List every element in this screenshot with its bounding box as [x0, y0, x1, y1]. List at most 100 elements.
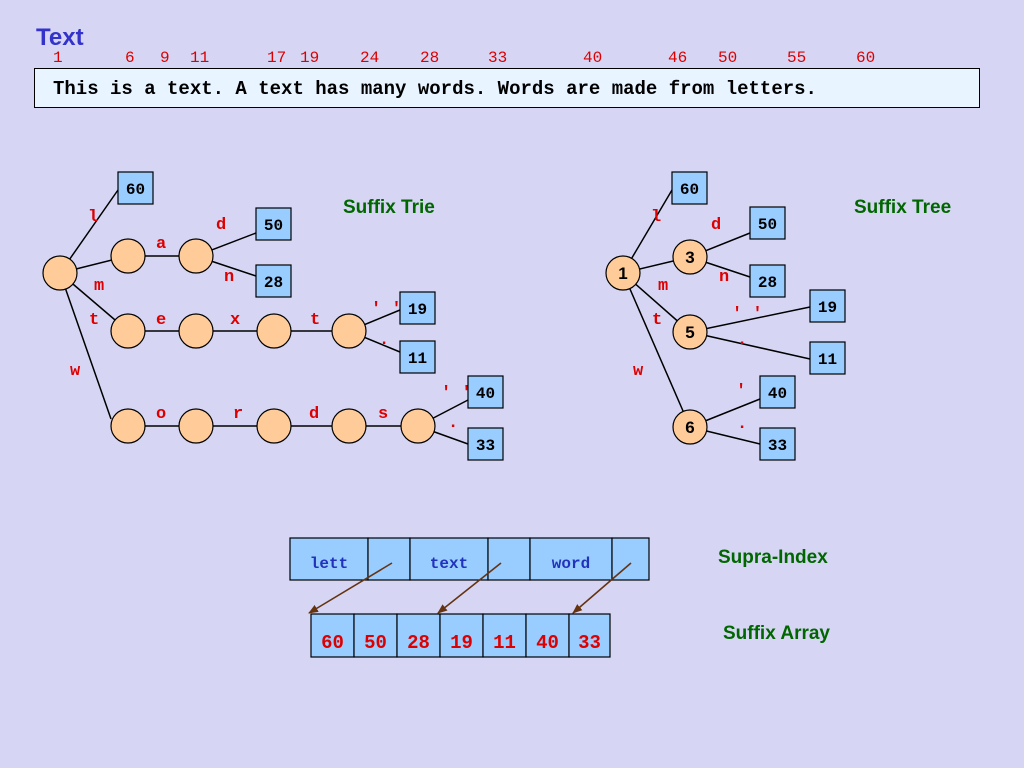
trie-leaf-label: 11 [408, 350, 427, 368]
supra-index-key: lett [310, 555, 348, 573]
trie-edge-label: s [378, 405, 388, 424]
tree-node-label: 6 [685, 418, 694, 437]
supra-index-cell [529, 537, 613, 581]
trie-edge-label: t [310, 311, 320, 330]
tree-leaf-label: 19 [818, 299, 837, 317]
tree-node: 3 [672, 239, 708, 275]
position-marker: 11 [190, 49, 210, 67]
trie-edge-label: n [224, 268, 234, 287]
tree-edge [622, 272, 691, 428]
tree-node: 5 [672, 314, 708, 350]
position-marker: 50 [718, 49, 738, 67]
trie-leaf: 11 [399, 340, 436, 374]
trie-leaf: 33 [467, 427, 504, 461]
tree-node-label: 3 [685, 248, 694, 267]
trie-node [110, 238, 146, 274]
suffix-array-value: 19 [450, 632, 473, 654]
position-marker: 6 [125, 49, 135, 67]
trie-leaf: 60 [117, 171, 154, 205]
pointer-arrow [308, 562, 393, 614]
position-marker: 40 [583, 49, 603, 67]
tree-edge [689, 306, 811, 333]
suffix-array-cell [568, 613, 611, 658]
tree-edge-label: . [737, 415, 747, 434]
tree-edge [689, 331, 811, 360]
trie-edge-label: m [94, 277, 104, 296]
position-marker: 55 [787, 49, 807, 67]
trie-node [110, 408, 146, 444]
page-title: Text [36, 24, 84, 51]
trie-edge-label: ' ' [441, 384, 472, 403]
trie-edge-label: e [156, 311, 166, 330]
trie-node [331, 313, 367, 349]
tree-edge-label: n [719, 268, 729, 287]
position-marker: 1 [53, 49, 63, 67]
tree-leaf-label: 40 [768, 385, 787, 403]
trie-edge-label: . [448, 414, 458, 433]
suffix-trie: l a d n m t e x t w o r d s ' ' . ' ' . … [42, 171, 504, 461]
tree-edge-label: w [633, 362, 644, 381]
trie-node [331, 408, 367, 444]
tree-leaf: 40 [759, 375, 796, 409]
supra-index-heading: Supra-Index [718, 547, 828, 568]
trie-node [178, 313, 214, 349]
trie-leaf-label: 40 [476, 385, 495, 403]
trie-leaf: 50 [255, 207, 292, 241]
supra-index-key: word [552, 555, 590, 573]
tree-edge-label: m [658, 277, 668, 296]
position-marker: 24 [360, 49, 380, 67]
tree-leaf-label: 60 [680, 181, 699, 199]
suffix-array-cell [353, 613, 398, 658]
position-marker: 46 [668, 49, 688, 67]
suffix-array-value: 50 [364, 632, 387, 654]
trie-node [110, 313, 146, 349]
position-marker: 19 [300, 49, 320, 67]
tree-leaf-label: 33 [768, 437, 787, 455]
tree-leaf: 33 [759, 427, 796, 461]
trie-node [178, 238, 214, 274]
trie-edge-label: d [216, 216, 226, 235]
tree-edge-label: t [652, 311, 662, 330]
trie-node [178, 408, 214, 444]
suffix-array-heading: Suffix Array [723, 623, 830, 644]
suffix-array-value: 40 [536, 632, 559, 654]
tree-edge-label: l [651, 208, 661, 227]
suffix-array-cell [525, 613, 570, 658]
tree-leaf: 11 [809, 341, 846, 375]
suffix-array-value: 33 [578, 632, 601, 654]
trie-leaf-label: 19 [408, 301, 427, 319]
trie-leaf: 40 [467, 375, 504, 409]
tree-node-label: 1 [618, 264, 627, 283]
suffix-array: 60 50 28 19 11 40 33 [310, 613, 611, 658]
suffix-trie-heading: Suffix Trie [343, 197, 435, 218]
tree-leaf: 19 [809, 289, 846, 323]
suffix-array-cell [310, 613, 355, 658]
tree-leaf: 28 [749, 264, 786, 298]
position-marker: 9 [160, 49, 170, 67]
position-marker: 28 [420, 49, 440, 67]
trie-edge-label: r [233, 405, 243, 424]
tree-edge-label: ' ' [736, 382, 767, 401]
tree-leaf-label: 50 [758, 216, 777, 234]
trie-edge-label: ' ' [371, 300, 402, 319]
tree-node: 6 [672, 409, 708, 445]
position-marker: 17 [267, 49, 287, 67]
supra-index-cell [611, 537, 650, 581]
suffix-tree-heading: Suffix Tree [854, 197, 952, 218]
trie-edge-label: w [70, 362, 81, 381]
pointer-arrow [437, 562, 502, 614]
trie-leaf: 19 [399, 291, 436, 325]
tree-leaf-label: 28 [758, 274, 777, 292]
supra-index-key: text [430, 555, 468, 573]
trie-leaf: 28 [255, 264, 292, 298]
tree-edge-label: . [737, 331, 747, 350]
trie-edge-label: x [230, 311, 240, 330]
tree-edge-label: ' ' [732, 305, 763, 324]
trie-leaf-label: 50 [264, 217, 283, 235]
trie-edge-label: a [156, 235, 166, 254]
trie-leaf-label: 33 [476, 437, 495, 455]
position-marker: 60 [856, 49, 876, 67]
tree-leaf: 50 [749, 206, 786, 240]
trie-edge-label: l [88, 208, 98, 227]
